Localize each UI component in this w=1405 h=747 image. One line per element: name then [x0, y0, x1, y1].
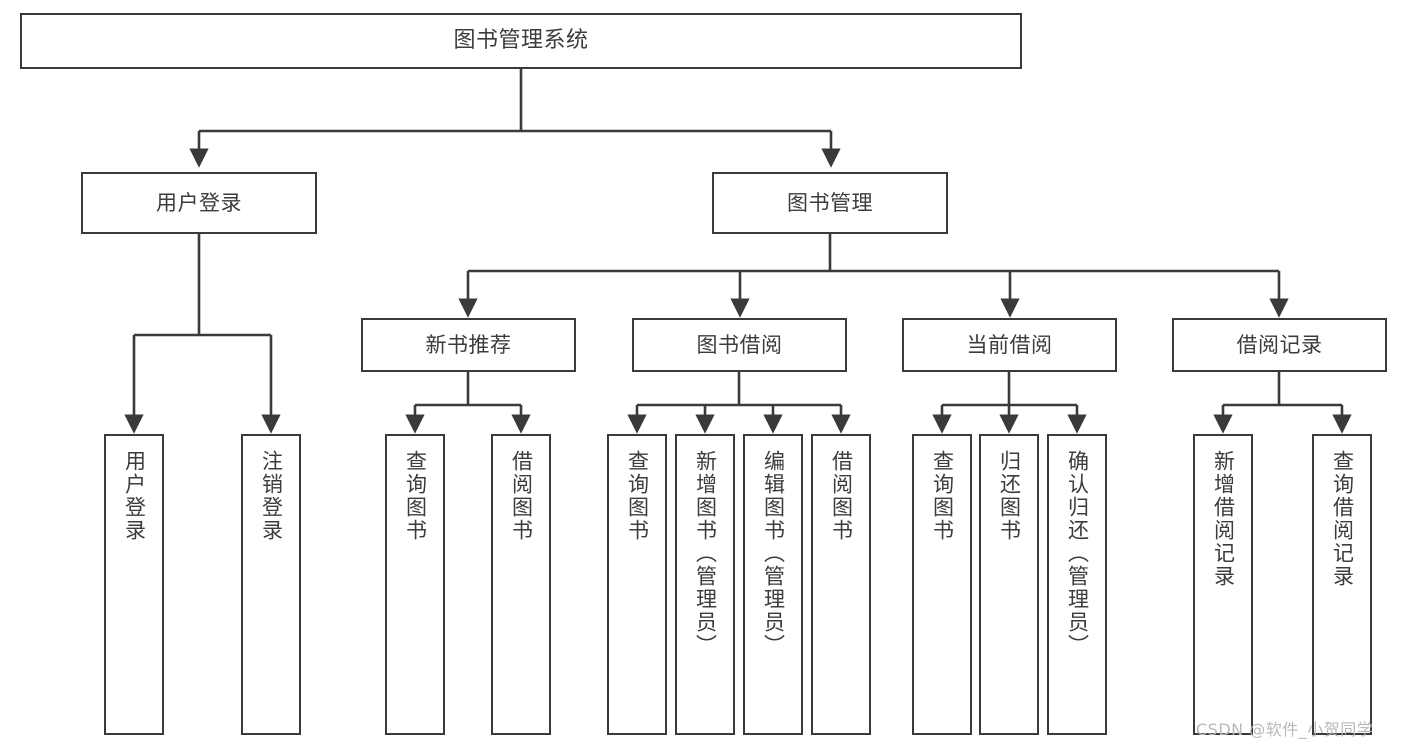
node-label: 归还图书 — [997, 450, 1022, 542]
node-label: 新增图书（管理员） — [693, 450, 718, 657]
node-leaf-edit-book[interactable]: 编辑图书（管理员） — [743, 434, 803, 735]
node-user-login[interactable]: 用户登录 — [81, 172, 317, 234]
node-label: 查询图书 — [403, 450, 428, 542]
node-new-book-recommend[interactable]: 新书推荐 — [361, 318, 576, 372]
node-book-management[interactable]: 图书管理 — [712, 172, 948, 234]
node-label: 图书借阅 — [696, 332, 783, 357]
node-leaf-borrow-book-2[interactable]: 借阅图书 — [811, 434, 871, 735]
node-label: 确认归还（管理员） — [1065, 450, 1090, 657]
node-leaf-logout[interactable]: 注销登录 — [241, 434, 301, 735]
node-leaf-add-book[interactable]: 新增图书（管理员） — [675, 434, 735, 735]
node-label: 查询图书 — [625, 450, 650, 542]
node-book-borrow[interactable]: 图书借阅 — [632, 318, 847, 372]
node-label: 注销登录 — [259, 450, 284, 542]
node-leaf-confirm-return[interactable]: 确认归还（管理员） — [1047, 434, 1107, 735]
node-label: 用户登录 — [122, 450, 147, 542]
node-leaf-query-book-2[interactable]: 查询图书 — [607, 434, 667, 735]
node-leaf-return-book[interactable]: 归还图书 — [979, 434, 1039, 735]
node-leaf-add-record[interactable]: 新增借阅记录 — [1193, 434, 1253, 735]
node-label: 当前借阅 — [966, 332, 1053, 357]
node-label: 借阅图书 — [509, 450, 534, 542]
node-label: 用户登录 — [156, 190, 242, 215]
csdn-watermark: CSDN @软件_小贺同学 — [1196, 720, 1374, 739]
node-label: 编辑图书（管理员） — [761, 450, 786, 657]
node-leaf-query-record[interactable]: 查询借阅记录 — [1312, 434, 1372, 735]
node-leaf-query-book-3[interactable]: 查询图书 — [912, 434, 972, 735]
node-leaf-query-book-1[interactable]: 查询图书 — [385, 434, 445, 735]
node-label: 借阅记录 — [1236, 332, 1323, 357]
node-current-borrow[interactable]: 当前借阅 — [902, 318, 1117, 372]
node-label: 新增借阅记录 — [1211, 450, 1236, 588]
node-borrow-record[interactable]: 借阅记录 — [1172, 318, 1387, 372]
node-label: 查询借阅记录 — [1330, 450, 1355, 588]
node-label: 图书管理系统 — [453, 28, 589, 54]
node-leaf-user-login[interactable]: 用户登录 — [104, 434, 164, 735]
node-label: 借阅图书 — [829, 450, 854, 542]
node-leaf-borrow-book-1[interactable]: 借阅图书 — [491, 434, 551, 735]
node-label: 查询图书 — [930, 450, 955, 542]
node-label: 图书管理 — [787, 190, 873, 215]
node-root-system[interactable]: 图书管理系统 — [20, 13, 1022, 69]
node-label: 新书推荐 — [425, 332, 512, 357]
